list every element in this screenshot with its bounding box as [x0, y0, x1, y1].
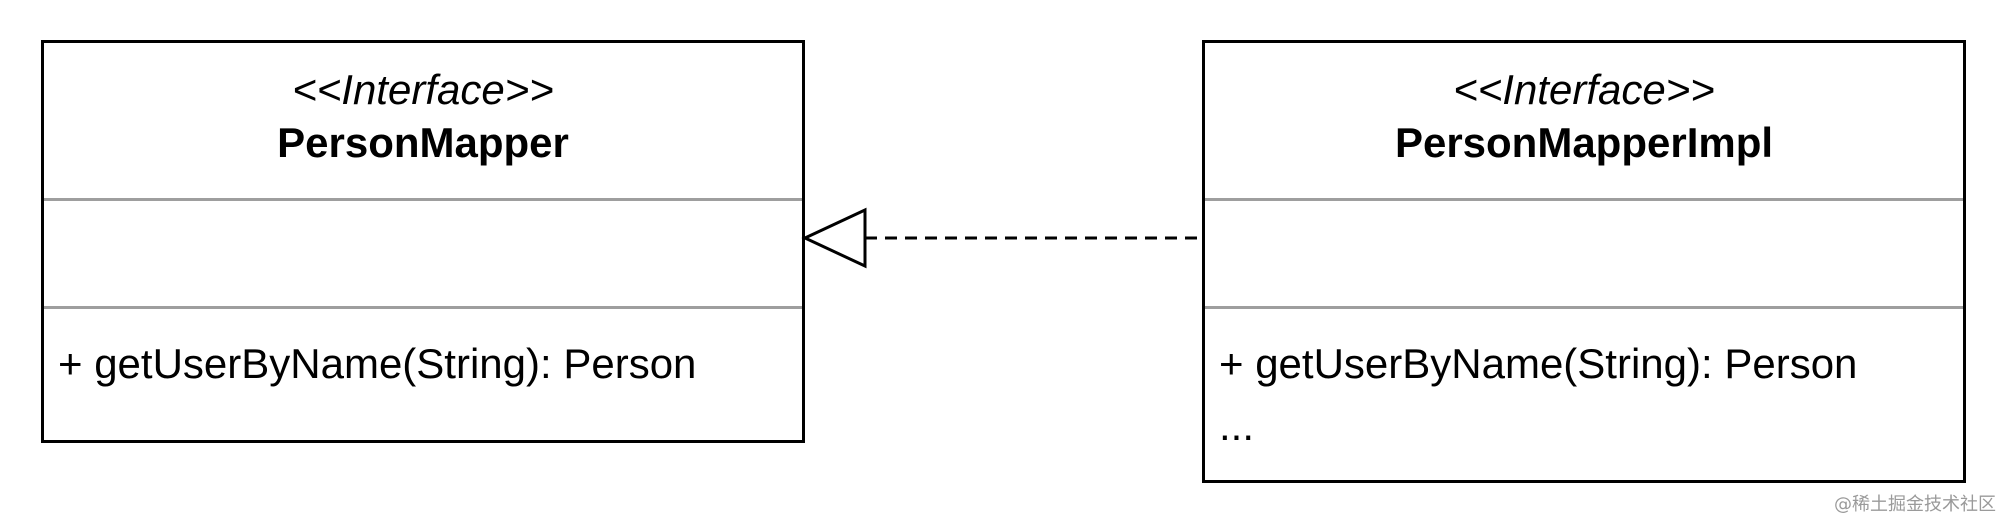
hollow-triangle-arrowhead: [801, 207, 867, 269]
class-stereotype: <<Interface>>: [292, 66, 554, 113]
class-methods: + getUserByName(String): Person: [58, 333, 802, 395]
class-name: PersonMapper: [277, 119, 569, 166]
class-header: <<Interface>> PersonMapperImpl: [1205, 43, 1963, 198]
class-methods: + getUserByName(String): Person ...: [1219, 333, 1963, 457]
method-item: + getUserByName(String): Person: [58, 340, 697, 387]
methods-divider: [1205, 306, 1963, 309]
class-stereotype: <<Interface>>: [1453, 66, 1715, 113]
method-item: ...: [1219, 402, 1255, 449]
methods-divider: [44, 306, 802, 309]
method-item: + getUserByName(String): Person: [1219, 340, 1858, 387]
uml-class-person-mapper: <<Interface>> PersonMapper + getUserByNa…: [41, 40, 805, 443]
uml-class-person-mapper-impl: <<Interface>> PersonMapperImpl + getUser…: [1202, 40, 1966, 483]
attributes-divider: [1205, 198, 1963, 201]
class-name: PersonMapperImpl: [1394, 119, 1774, 166]
attributes-divider: [44, 198, 802, 201]
watermark: @稀土掘金技术社区: [1834, 494, 1996, 515]
class-header: <<Interface>> PersonMapper: [44, 43, 802, 198]
